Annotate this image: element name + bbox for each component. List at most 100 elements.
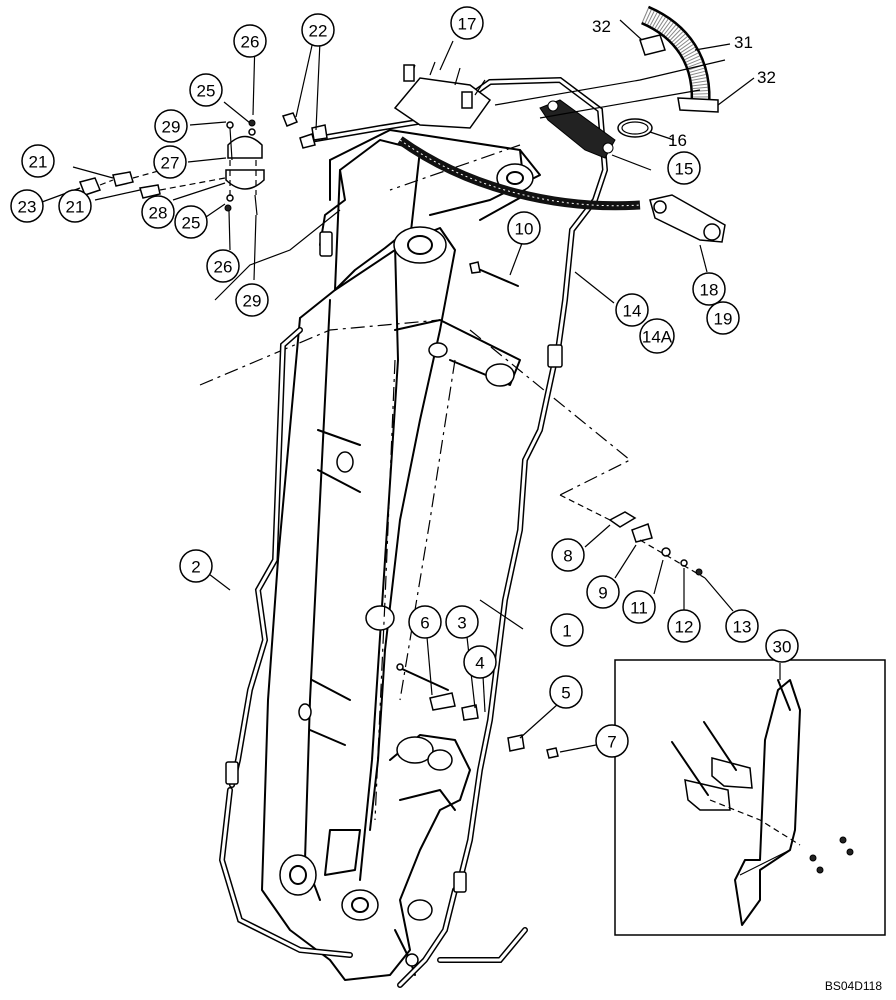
callout-circle: [549, 675, 583, 709]
label-l31: 31: [734, 33, 753, 52]
callout-text: 7: [607, 733, 616, 752]
label-l16: 16: [668, 131, 687, 150]
callout-c8: 8: [551, 538, 585, 572]
callout-text: 18: [700, 281, 719, 300]
callout-c13: 13: [725, 609, 759, 643]
callout-text: 12: [675, 618, 694, 637]
callout-text: 28: [149, 204, 168, 223]
callout-circle: [206, 249, 240, 283]
callout-circle: [692, 272, 726, 306]
callout-c28: 28: [141, 195, 175, 229]
callout-c23: 23: [10, 189, 44, 223]
callout-c21a: 21: [21, 144, 55, 178]
callout-c4: 4: [463, 645, 497, 679]
hydraulic-lines: [214, 76, 641, 988]
callout-text: 26: [241, 33, 260, 52]
callout-c2: 2: [179, 549, 213, 583]
callout-text: 2: [191, 558, 200, 577]
callout-text: 27: [161, 154, 180, 173]
callout-circle: [586, 575, 620, 609]
callout-text: 21: [66, 198, 85, 217]
inset-detail: [614, 659, 886, 936]
callout-c27: 27: [153, 145, 187, 179]
callout-circle: [450, 6, 484, 40]
callout-text: 3: [457, 614, 466, 633]
callout-c1: 1: [550, 613, 584, 647]
callout-text: 30: [773, 638, 792, 657]
callout-c29b: 29: [235, 283, 269, 317]
callout-c26a: 26: [233, 24, 267, 58]
callout-text: 19: [714, 310, 733, 329]
leader-lines: [41, 19, 781, 753]
callout-circle: [463, 645, 497, 679]
callout-c3: 3: [445, 605, 479, 639]
callout-c6: 6: [408, 605, 442, 639]
callout-circle: [725, 609, 759, 643]
callout-text: 14A: [642, 328, 673, 347]
callout-c14a: 14A: [639, 318, 675, 354]
callout-c10: 10: [507, 211, 541, 245]
callout-circle: [301, 13, 335, 47]
callout-circle: [622, 590, 656, 624]
callout-text: 25: [182, 214, 201, 233]
callout-c5: 5: [549, 675, 583, 709]
callout-c17: 17: [450, 6, 484, 40]
callout-circle: [615, 293, 649, 327]
callout-circle: [10, 189, 44, 223]
callout-circle: [595, 724, 629, 758]
callout-c29a: 29: [154, 109, 188, 143]
callout-text: 15: [675, 160, 694, 179]
callout-text: 8: [563, 547, 572, 566]
callout-text: 29: [162, 118, 181, 137]
callout-text: 13: [733, 618, 752, 637]
label-l32b: 32: [757, 68, 776, 87]
callout-circle: [639, 318, 675, 354]
callout-text: 21: [29, 153, 48, 172]
callout-c30: 30: [765, 629, 799, 663]
callout-circle: [154, 109, 188, 143]
callout-circle: [765, 629, 799, 663]
callout-circle: [445, 605, 479, 639]
callout-circle: [58, 189, 92, 223]
callout-text: 10: [515, 220, 534, 239]
callout-text: 17: [458, 15, 477, 34]
callout-text: 4: [475, 654, 484, 673]
drawing-code: BS04D118: [825, 979, 882, 993]
callout-text: 14: [623, 302, 642, 321]
callout-text: 23: [18, 198, 37, 217]
callout-circle: [667, 609, 701, 643]
callout-circle: [189, 73, 223, 107]
callout-text: 1: [562, 622, 571, 641]
callout-circle: [551, 538, 585, 572]
callout-text: 26: [214, 258, 233, 277]
callout-text: 22: [309, 22, 328, 41]
callout-circle: [408, 605, 442, 639]
callout-c12: 12: [667, 609, 701, 643]
callout-c18: 18: [692, 272, 726, 306]
callout-c14: 14: [615, 293, 649, 327]
callout-text: 29: [243, 292, 262, 311]
callout-circle: [235, 283, 269, 317]
callout-text: 9: [598, 584, 607, 603]
callout-text: 5: [561, 684, 570, 703]
boom-assembly: [199, 129, 632, 981]
callout-c19: 19: [706, 301, 740, 335]
callout-c15: 15: [667, 151, 701, 185]
callout-circle: [667, 151, 701, 185]
callout-c26b: 26: [206, 249, 240, 283]
callout-circle: [233, 24, 267, 58]
callout-circle: [174, 205, 208, 239]
callout-c22: 22: [301, 13, 335, 47]
callout-circle: [507, 211, 541, 245]
callout-circle: [706, 301, 740, 335]
callout-text: 25: [197, 82, 216, 101]
callout-c11: 11: [622, 590, 656, 624]
label-l32a: 32: [592, 17, 611, 36]
callout-text: 6: [420, 614, 429, 633]
callout-c25b: 25: [174, 205, 208, 239]
callout-circle: [21, 144, 55, 178]
hardware-parts: [79, 5, 726, 759]
